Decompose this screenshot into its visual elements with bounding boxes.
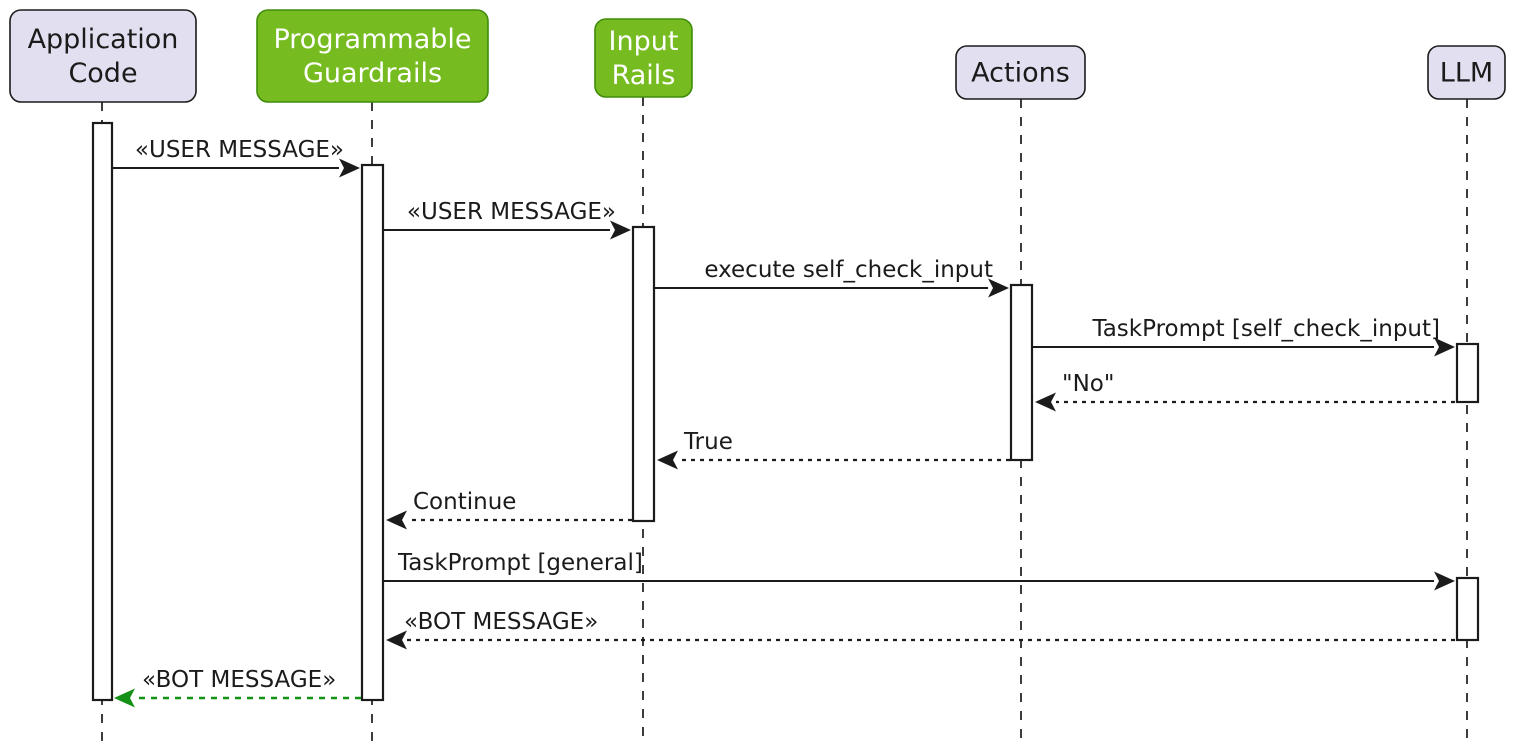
message-m4: TaskPrompt [self_check_input] (1033, 316, 1455, 357)
participant-label-line: Actions (971, 58, 1070, 89)
activation-bar-llm (1455, 342, 1480, 404)
message-label: «USER MESSAGE» (407, 199, 616, 225)
participant-label-line: Code (68, 58, 137, 89)
participant-box[interactable] (1427, 45, 1506, 100)
message-label: True (683, 429, 733, 455)
participant-label-line: Application (28, 24, 179, 55)
message-m7: Continue (386, 489, 632, 530)
message-m5: "No" (1035, 371, 1455, 412)
message-arrowhead (386, 510, 407, 530)
message-m6: True (657, 429, 1010, 470)
message-label: Continue (413, 489, 516, 515)
message-m9: «BOT MESSAGE» (386, 609, 1455, 650)
message-arrowhead (386, 630, 407, 650)
messages-layer: «USER MESSAGE» «USER MESSAGE» execute self… (112, 137, 1455, 708)
participant-actions[interactable]: Actions (955, 45, 1086, 100)
message-label: execute self_check_input (704, 257, 993, 283)
participant-label-line: Rails (612, 60, 676, 91)
participant-label-line: Input (609, 26, 679, 57)
activation-bar-actions (1009, 283, 1034, 462)
message-arrowhead (339, 158, 360, 178)
activation-bar-input_rails (631, 225, 656, 523)
participant-llm[interactable]: LLM (1427, 45, 1506, 100)
message-label: «USER MESSAGE» (135, 137, 344, 163)
message-arrowhead (610, 220, 631, 240)
message-label: "No" (1062, 371, 1114, 397)
participant-box[interactable] (256, 9, 489, 103)
message-arrowhead (1434, 337, 1455, 357)
message-label: «BOT MESSAGE» (404, 609, 598, 635)
activation-bar-app (91, 121, 114, 702)
participant-box[interactable] (955, 45, 1086, 100)
participant-label-line: LLM (1440, 58, 1493, 89)
message-arrowhead (657, 450, 678, 470)
activation-bar-guardrails (360, 163, 385, 702)
message-label: «BOT MESSAGE» (142, 667, 336, 693)
message-label: TaskPrompt [general] (397, 550, 643, 576)
message-m2: «USER MESSAGE» (384, 199, 631, 240)
message-label: TaskPrompt [self_check_input] (1091, 316, 1440, 342)
message-arrowhead (114, 688, 135, 708)
participant-label-line: Programmable (273, 24, 471, 55)
lifelines-layer (101, 97, 1468, 744)
participant-box[interactable] (9, 9, 197, 103)
message-arrowhead (1035, 392, 1056, 412)
activation-bars-layer (91, 121, 1480, 702)
message-arrowhead (1434, 571, 1455, 591)
activation-bar-llm (1455, 576, 1480, 642)
participant-box[interactable] (594, 18, 693, 98)
message-m1: «USER MESSAGE» (112, 137, 360, 178)
message-m8: TaskPrompt [general] (384, 550, 1455, 591)
message-arrowhead (988, 278, 1009, 298)
participant-label-line: Guardrails (303, 58, 442, 89)
message-m3: execute self_check_input (655, 257, 1009, 298)
message-m10: «BOT MESSAGE» (114, 667, 361, 708)
